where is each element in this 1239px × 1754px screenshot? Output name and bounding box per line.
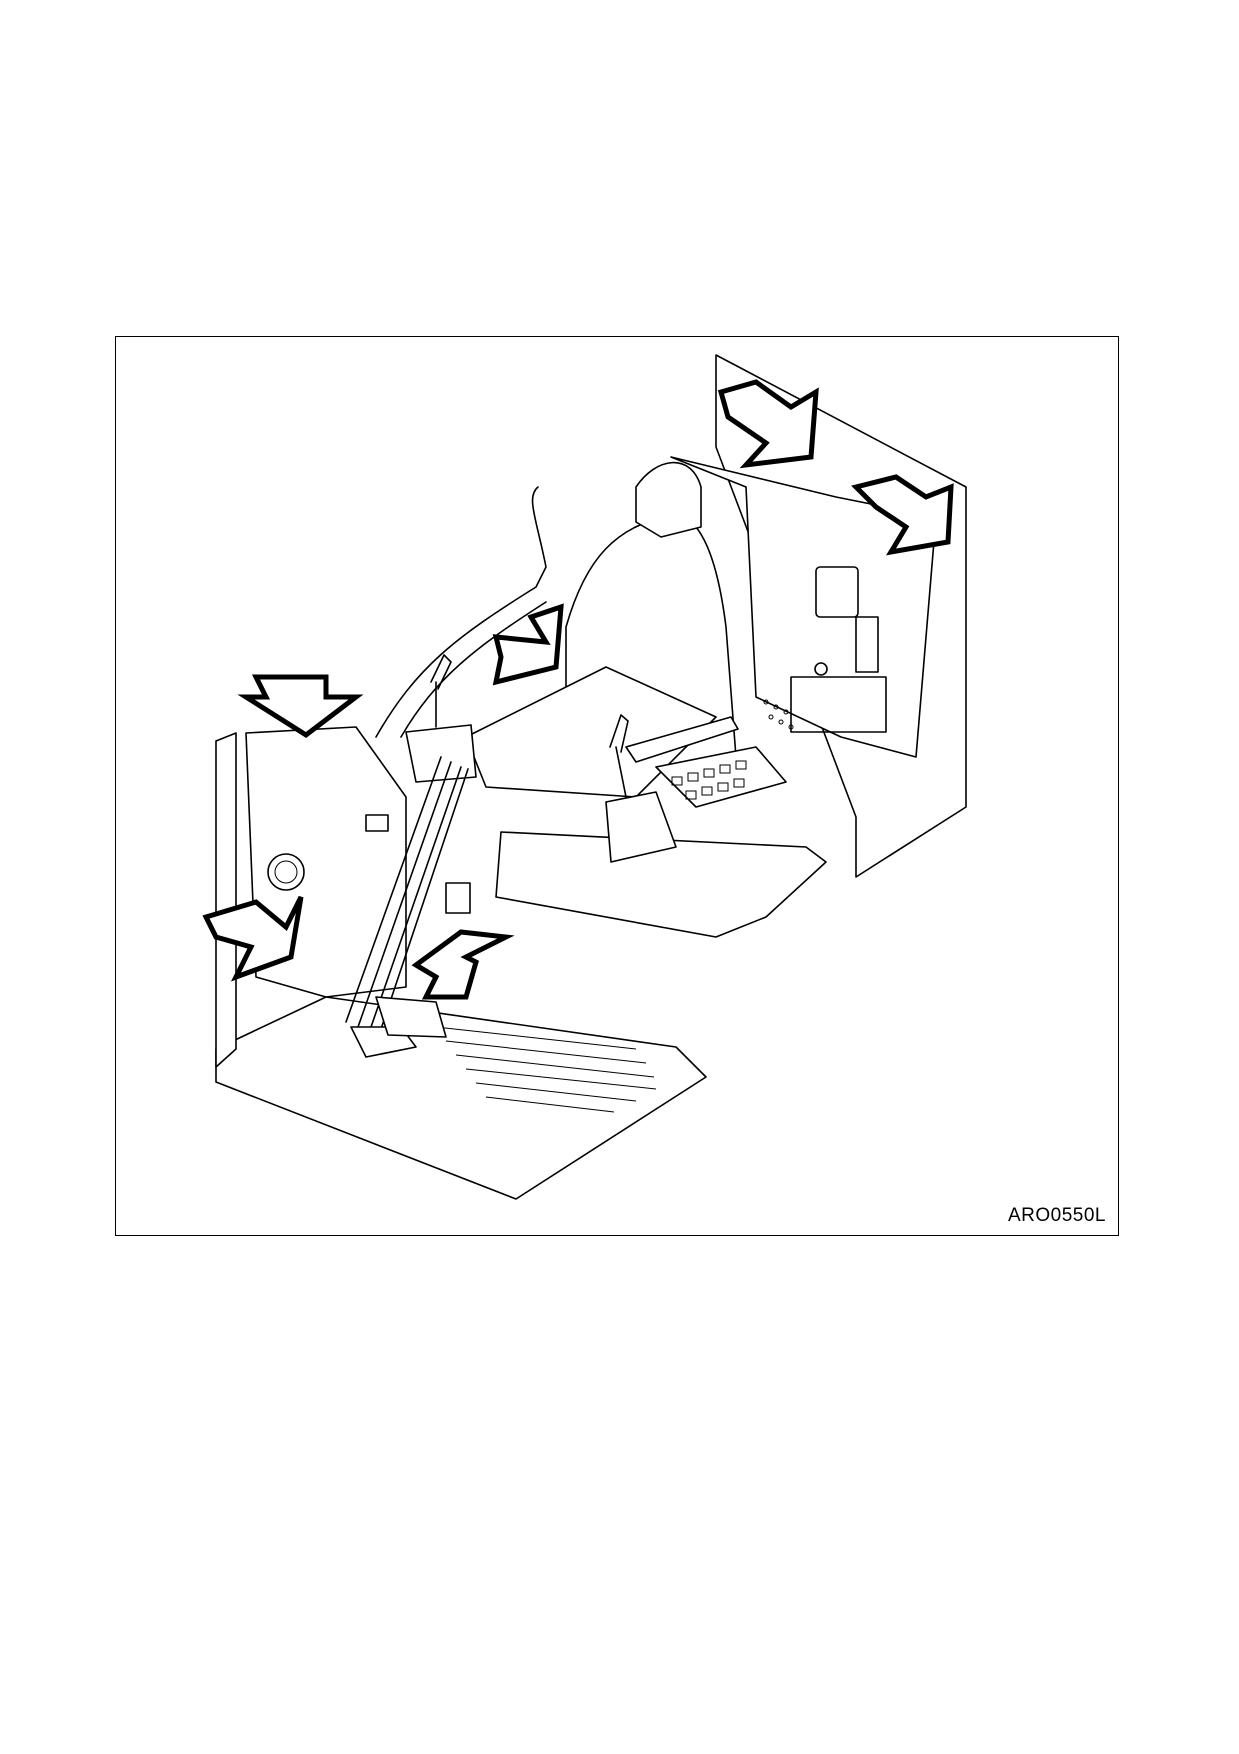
seat-cushion	[465, 666, 717, 798]
travel-lever-right	[370, 766, 469, 1030]
rear-vent-holes	[763, 699, 794, 730]
left-vent-outlet	[267, 853, 305, 891]
left-pillar	[375, 486, 547, 738]
pointer-arrow-center	[492, 603, 564, 686]
floor-mat-ribs	[435, 1026, 657, 1113]
left-side-wall	[215, 732, 237, 1068]
floor-grille	[445, 882, 471, 914]
pointer-arrow-top-right	[851, 474, 954, 556]
right-armrest	[625, 716, 739, 763]
pointer-arrow-lower-center	[411, 929, 515, 1000]
seat-headrest	[635, 461, 702, 538]
left-console-switch	[365, 814, 389, 832]
panel-knob	[814, 662, 828, 676]
pedal-pad	[375, 996, 447, 1038]
pointer-arrow-lower-left	[202, 895, 304, 982]
figure-code: ARO0550L	[1007, 1205, 1106, 1226]
monitor-display	[815, 566, 859, 618]
pointer-arrow-top-center	[717, 379, 819, 469]
seat-base-platform	[495, 831, 827, 938]
right-joystick	[609, 714, 629, 798]
rear-control-panel	[670, 456, 937, 758]
cab-interior-illustration	[202, 354, 967, 1200]
switch-array	[671, 760, 747, 800]
left-joystick	[430, 654, 452, 728]
right-control-box	[605, 791, 677, 863]
lower-switch-panel	[790, 676, 887, 733]
side-indicator	[855, 616, 879, 673]
left-control-box	[405, 724, 477, 783]
travel-lever-left	[345, 756, 452, 1028]
right-switch-console	[655, 746, 787, 808]
pointer-arrow-left-upper	[237, 674, 364, 739]
figure-frame: ARO0550L	[115, 336, 1119, 1236]
cab-floor-plate	[215, 996, 707, 1200]
